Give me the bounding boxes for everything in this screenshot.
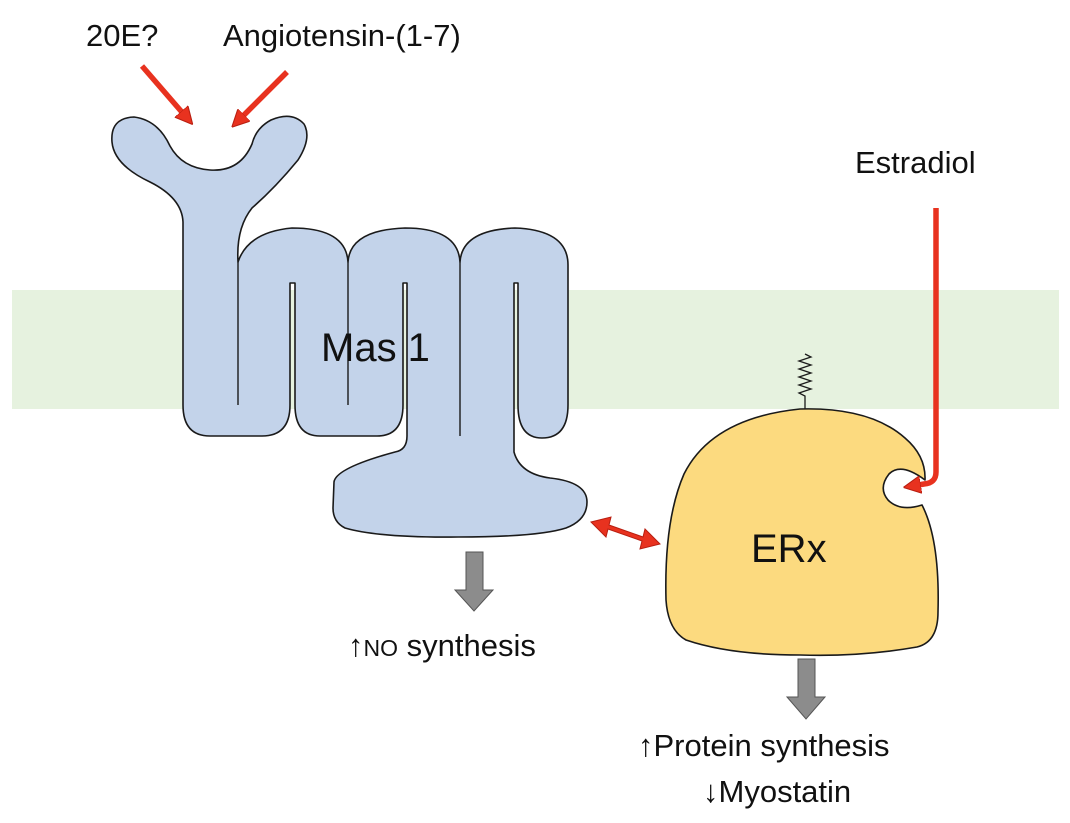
no-output-arrow bbox=[453, 551, 495, 612]
mas1-label: Mas 1 bbox=[321, 326, 430, 370]
up-arrow-glyph: ↑ bbox=[348, 628, 364, 663]
angiotensin-label: Angiotensin-(1-7) bbox=[223, 18, 461, 53]
estradiol-arrow bbox=[912, 208, 939, 486]
mas1-receptor bbox=[111, 115, 588, 538]
no-abbrev: NO bbox=[364, 635, 399, 661]
estradiol-label: Estradiol bbox=[855, 145, 976, 180]
myostatin-label: ↓Myostatin bbox=[703, 774, 851, 809]
ecdysterone-label: 20E? bbox=[86, 18, 158, 53]
angiotensin-arrow bbox=[238, 70, 289, 121]
protein-output-arrow bbox=[785, 658, 827, 720]
erx-receptor bbox=[665, 353, 939, 657]
no-synthesis-label: ↑NO synthesis bbox=[348, 628, 536, 663]
ecdysterone-arrow bbox=[139, 64, 187, 118]
erx-label: ERx bbox=[751, 527, 827, 571]
lipid-anchor bbox=[796, 353, 814, 409]
protein-synthesis-label: ↑Protein synthesis bbox=[638, 728, 890, 763]
synthesis-word: synthesis bbox=[398, 628, 536, 663]
interaction-arrow bbox=[590, 516, 661, 550]
